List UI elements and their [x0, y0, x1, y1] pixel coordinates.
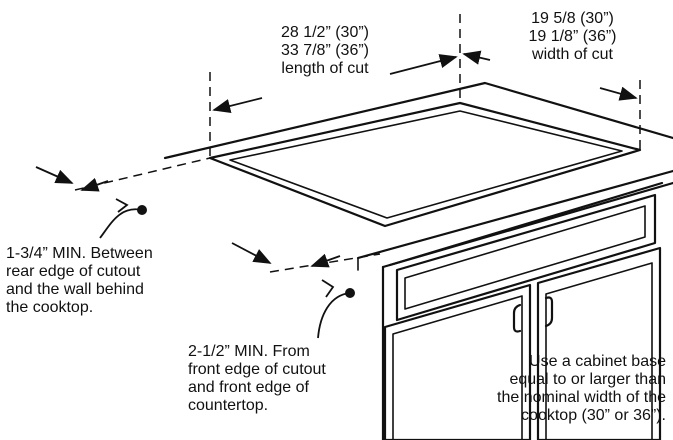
width-line-3: width of cut [532, 46, 613, 63]
length-arrow-right [389, 54, 458, 75]
front-line-4: countertop. [188, 397, 269, 414]
cabinet-line-2: equal to or larger than [509, 371, 666, 388]
rear-clearance-label: 1-3/4” MIN. Between rear edge of cutout … [6, 245, 153, 317]
rear-arrow-outer [35, 166, 74, 184]
front-leader-arrow [321, 279, 335, 298]
width-line-2: 19 1/8” (36”) [528, 28, 617, 45]
cabinet-line-4: cooktop (30” or 36”). [521, 407, 666, 424]
cabinet-base [381, 181, 673, 440]
width-line-1: 19 5/8 (30”) [531, 10, 614, 27]
rear-line-4: the cooktop. [6, 299, 94, 316]
cabinet-drawer [395, 193, 657, 322]
door-handle-right [544, 296, 554, 328]
countertop-rear-edge [163, 81, 673, 160]
rear-line-1: 1-3/4” MIN. Between [6, 245, 153, 262]
length-of-cut-label: 28 1/2” (30”) 33 7/8” (36”) length of cu… [250, 24, 400, 78]
front-line-2: front edge of cutout [188, 361, 326, 378]
front-clearance-label: 2-1/2” MIN. From front edge of cutout an… [188, 343, 326, 415]
countertop-front-edge [356, 169, 673, 260]
front-leader-dot [345, 288, 355, 298]
rear-line-2: rear edge of cutout [6, 263, 141, 280]
width-arrow-left [462, 50, 491, 65]
cabinet-line-3: the nominal width of the [497, 389, 666, 406]
rear-line-3: and the wall behind [6, 281, 144, 298]
width-arrow-right [599, 86, 638, 101]
cabinet-note-label: Use a cabinet base equal to or larger th… [436, 353, 666, 425]
rear-leader [99, 208, 143, 239]
length-line-2: 33 7/8” (36”) [280, 42, 370, 59]
rear-arrow-inner [80, 177, 109, 192]
width-of-cut-label: 19 5/8 (30”) 19 1/8” (36”) width of cut [500, 10, 645, 64]
cabinet-door-left [383, 283, 532, 440]
front-arrow-outer [231, 242, 272, 264]
front-offset-line [269, 253, 381, 273]
front-line-3: and front edge of [188, 379, 309, 396]
cabinet-door-right [536, 246, 662, 440]
rear-leader-dot [137, 205, 147, 215]
length-arrow-left [212, 97, 263, 114]
rear-leader-arrow [115, 198, 129, 213]
cabinet-line-1: Use a cabinet base [529, 353, 666, 370]
length-line-3: length of cut [281, 60, 369, 77]
front-leader [317, 292, 351, 339]
length-line-1: 28 1/2” (30”) [280, 24, 370, 41]
front-line-1: 2-1/2” MIN. From [188, 343, 310, 360]
door-handle-left [512, 303, 522, 333]
front-arrow-inner [310, 253, 341, 268]
cooktop-cutout-inner [229, 110, 623, 219]
cooktop-cutout-outer [208, 101, 642, 228]
